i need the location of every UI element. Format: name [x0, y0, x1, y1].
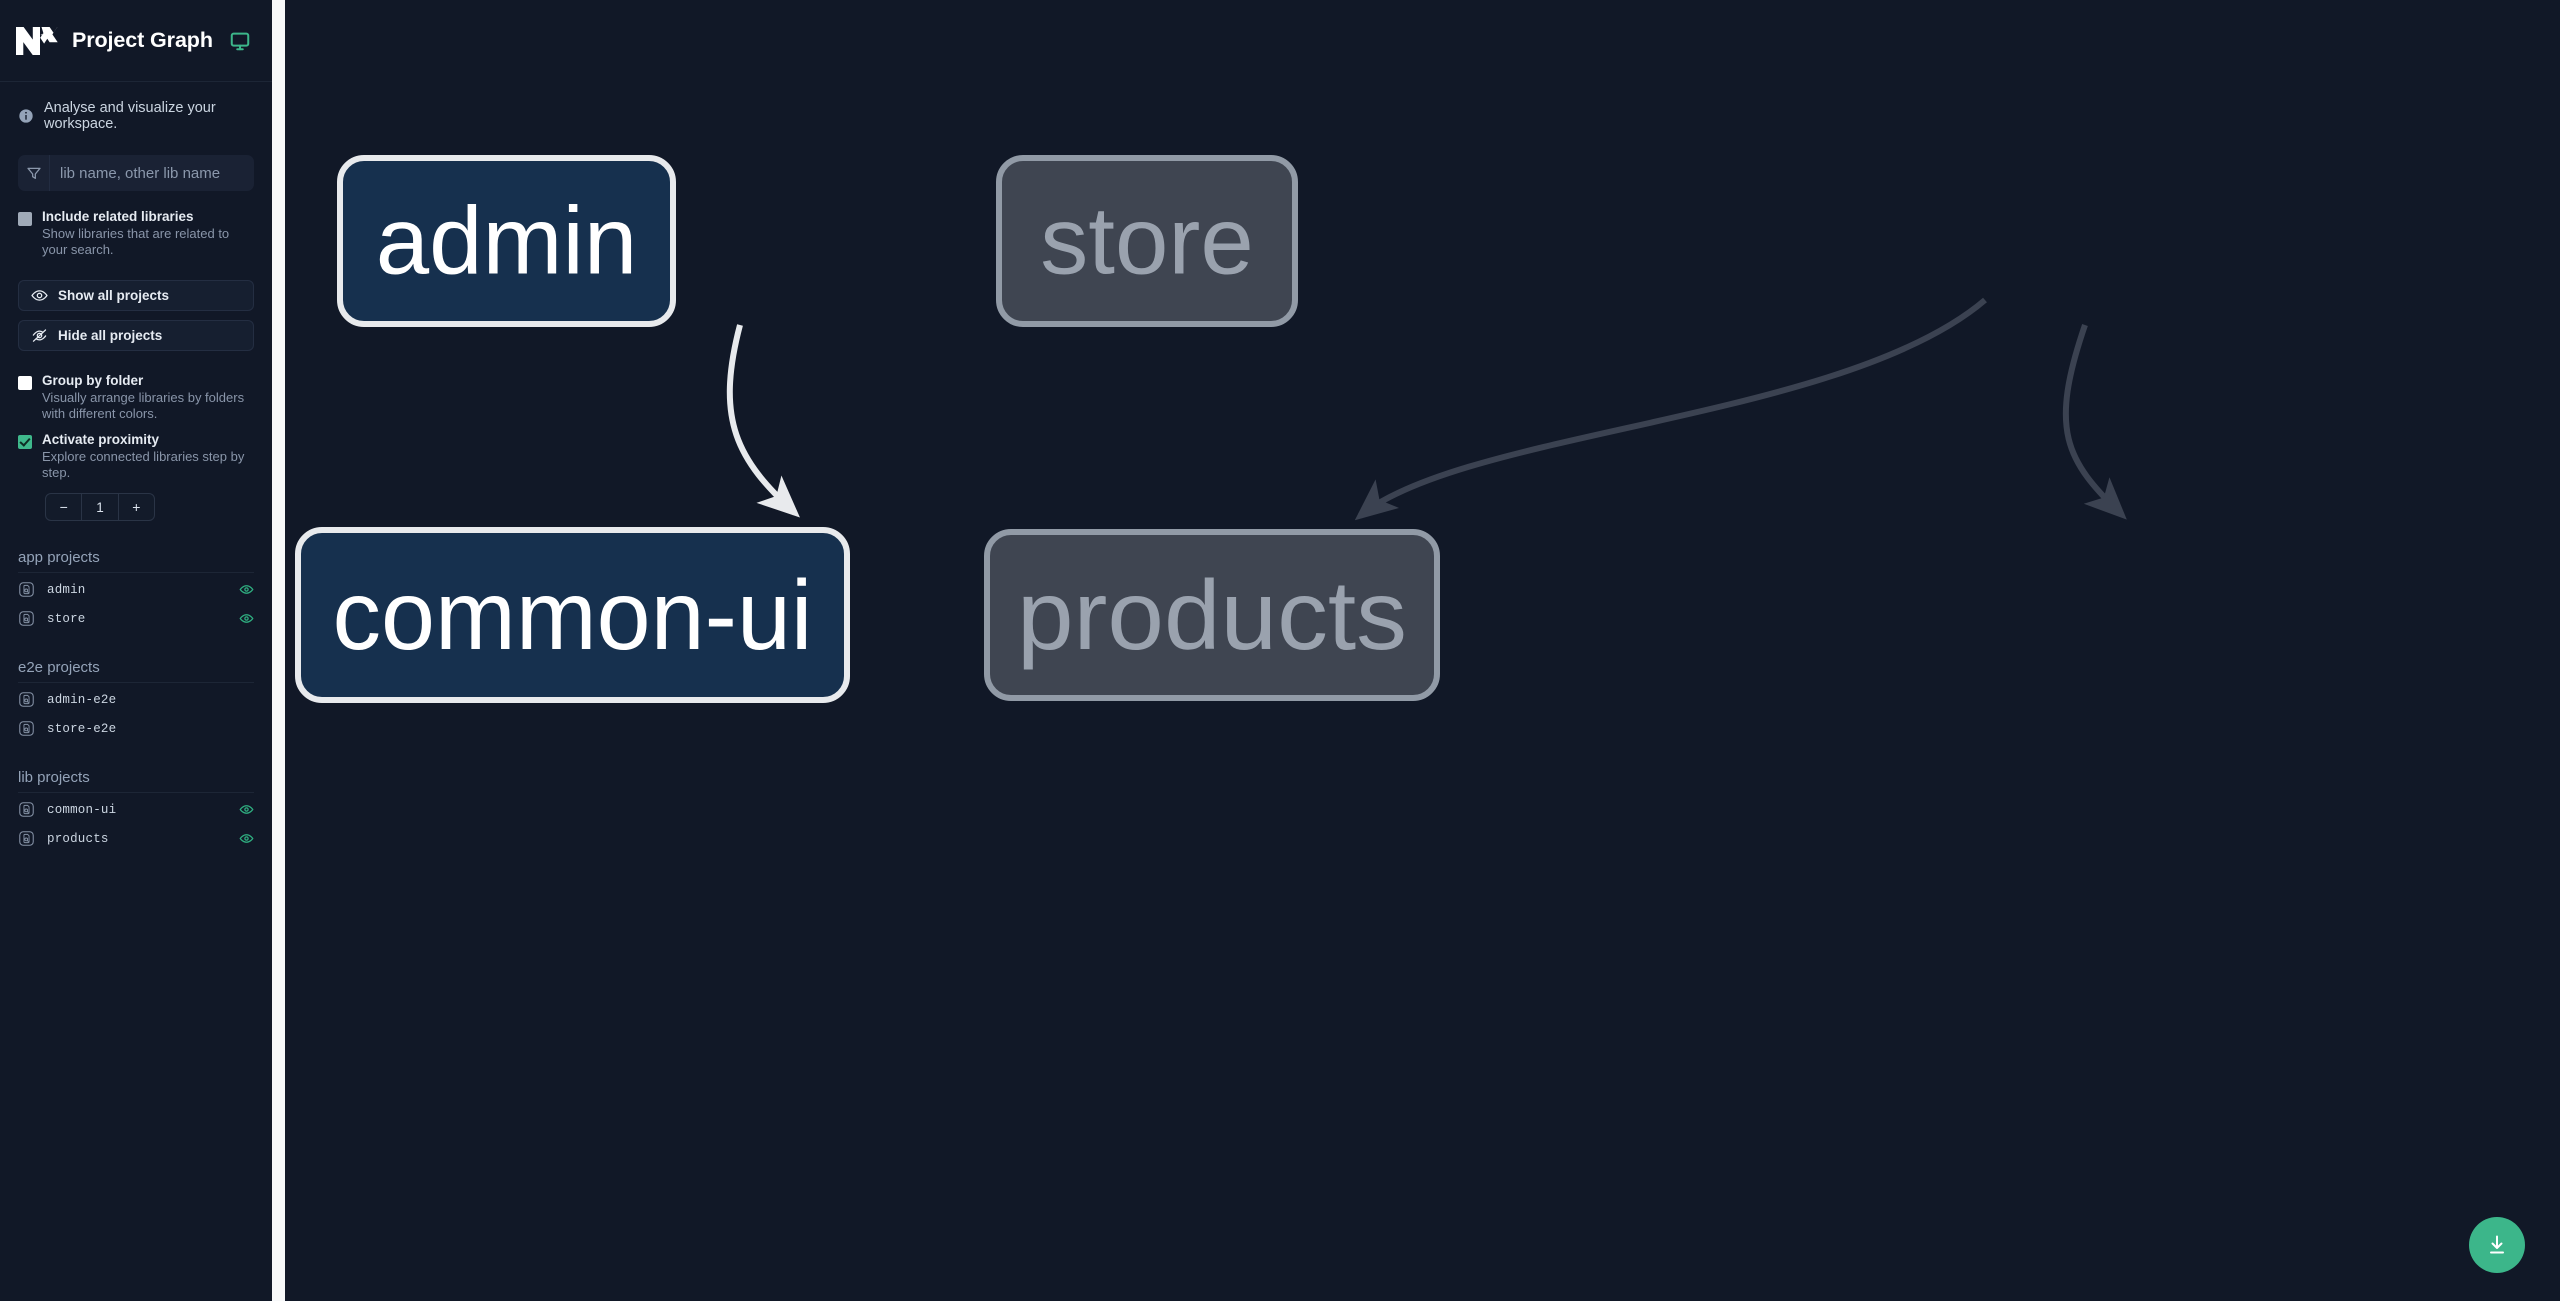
include-related-libraries-label: Include related libraries: [42, 209, 194, 224]
hide-all-projects-label: Hide all projects: [58, 328, 163, 343]
graph-node-label: store: [1040, 188, 1253, 295]
graph-node-label: admin: [376, 188, 637, 295]
eye-off-icon: [31, 327, 48, 344]
project-row-common-ui[interactable]: common-ui: [18, 797, 254, 822]
project-row-store[interactable]: store: [18, 606, 254, 631]
project-name: admin: [47, 582, 86, 597]
option-include-related-libraries[interactable]: Include related libraries Show libraries…: [0, 191, 272, 258]
search-box[interactable]: [18, 155, 254, 191]
search-input[interactable]: [50, 155, 254, 191]
graph-node-store[interactable]: store: [996, 155, 1298, 327]
show-all-projects-button[interactable]: Show all projects: [18, 280, 254, 311]
project-group-title: e2e projects: [18, 659, 254, 683]
edge-admin-to-common-ui: [726, 324, 800, 518]
project-name: products: [47, 831, 109, 846]
project-visibility-eye-icon[interactable]: [239, 611, 254, 626]
sidebar-header: Project Graph: [0, 0, 272, 82]
monitor-icon[interactable]: [227, 30, 251, 52]
activate-proximity-description: Explore connected libraries step by step…: [42, 449, 245, 480]
nx-logo-icon: [14, 21, 58, 61]
page-title: Project Graph: [72, 28, 213, 52]
group-by-folder-label: Group by folder: [42, 373, 144, 388]
project-file-icon: [18, 801, 35, 818]
project-group-title: lib projects: [18, 769, 254, 793]
tagline-text: Analyse and visualize your workspace.: [44, 100, 216, 132]
project-name: admin-e2e: [47, 692, 117, 707]
project-row-store-e2e[interactable]: store-e2e: [18, 716, 254, 741]
filter-button[interactable]: [18, 155, 50, 191]
project-row-admin[interactable]: admin: [18, 577, 254, 602]
project-group-title: app projects: [18, 549, 254, 573]
project-visibility-eye-icon[interactable]: [239, 582, 254, 597]
project-file-icon: [18, 691, 35, 708]
hide-all-projects-button[interactable]: Hide all projects: [18, 320, 254, 351]
include-related-libraries-checkbox[interactable]: [18, 212, 32, 226]
graph-canvas[interactable]: admin store common-ui products: [285, 0, 2560, 1301]
info-icon: [18, 108, 34, 124]
option-activate-proximity[interactable]: Activate proximity Explore connected lib…: [0, 422, 272, 481]
group-by-folder-description: Visually arrange libraries by folders wi…: [42, 390, 245, 421]
graph-node-label: products: [1017, 560, 1407, 670]
sidebar-resize-divider[interactable]: [272, 0, 285, 1301]
project-file-icon: [18, 720, 35, 737]
include-related-libraries-description: Show libraries that are related to your …: [42, 226, 230, 257]
sidebar-tagline: Analyse and visualize your workspace.: [0, 82, 272, 132]
project-file-icon: [18, 830, 35, 847]
graph-node-products[interactable]: products: [984, 529, 1440, 701]
project-file-icon: [18, 610, 35, 627]
project-name: store: [47, 611, 86, 626]
project-group-e2e: e2e projects admin-e2e: [0, 659, 272, 741]
graph-node-admin[interactable]: admin: [337, 155, 676, 327]
proximity-increment-button[interactable]: +: [132, 499, 141, 515]
download-icon: [2485, 1233, 2509, 1257]
activate-proximity-checkbox[interactable]: [18, 435, 32, 449]
project-group-app: app projects admin: [0, 549, 272, 631]
group-by-folder-checkbox[interactable]: [18, 376, 32, 390]
graph-node-common-ui[interactable]: common-ui: [295, 527, 850, 703]
graph-node-label: common-ui: [333, 560, 813, 670]
project-name: common-ui: [47, 802, 117, 817]
proximity-decrement-button[interactable]: −: [59, 499, 68, 515]
project-group-lib: lib projects common-ui: [0, 769, 272, 851]
activate-proximity-label: Activate proximity: [42, 432, 160, 447]
project-name: store-e2e: [47, 721, 117, 736]
project-file-icon: [18, 581, 35, 598]
edge-store-to-common-ui: [1354, 297, 1987, 521]
eye-icon: [31, 287, 48, 304]
project-row-products[interactable]: products: [18, 826, 254, 851]
project-visibility-eye-icon[interactable]: [239, 831, 254, 846]
show-all-projects-label: Show all projects: [58, 288, 170, 303]
proximity-value: 1: [96, 499, 104, 515]
download-graph-button[interactable]: [2469, 1217, 2525, 1273]
graph-edges: [726, 297, 2127, 521]
edge-store-to-products: [2062, 324, 2127, 520]
sidebar: Project Graph Analy: [0, 0, 272, 1301]
project-visibility-eye-icon[interactable]: [239, 802, 254, 817]
option-group-by-folder[interactable]: Group by folder Visually arrange librari…: [0, 351, 272, 422]
project-row-admin-e2e[interactable]: admin-e2e: [18, 687, 254, 712]
proximity-stepper[interactable]: − 1 +: [45, 493, 155, 521]
sidebar-scroll-area[interactable]: Project Graph Analy: [0, 0, 272, 1301]
